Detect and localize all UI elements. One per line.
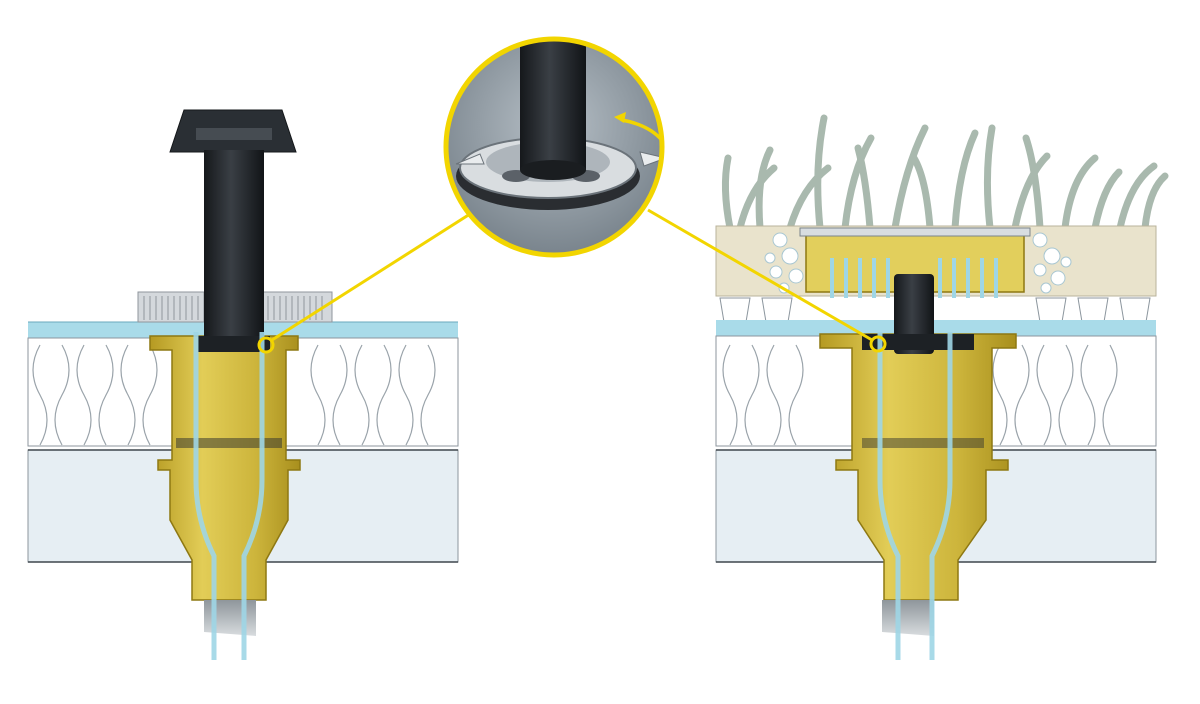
right-roof-section	[715, 114, 1169, 660]
drainage-mat	[719, 297, 1151, 323]
detail-callout	[271, 36, 873, 342]
left-roof-section	[27, 109, 459, 660]
rotation-arrow	[621, 118, 662, 147]
left-detail-marker	[257, 336, 275, 354]
vegetation	[721, 114, 1169, 232]
left-grating	[137, 291, 333, 323]
right-flow-lines	[877, 332, 953, 660]
callout-ring	[443, 36, 665, 258]
left-vent-pipe	[169, 109, 297, 352]
right-waterproof-layer	[716, 320, 1156, 336]
left-flow-lines	[193, 332, 265, 660]
callout-pipe	[520, 39, 586, 170]
callout-leader-right	[647, 208, 873, 342]
callout-leader-left	[271, 212, 471, 342]
right-insulation-pattern	[722, 344, 1118, 446]
right-outlet-pipe	[882, 600, 934, 636]
right-detail-marker	[869, 335, 887, 353]
right-drain-body	[819, 333, 1017, 601]
left-insulation-pattern	[32, 344, 436, 446]
